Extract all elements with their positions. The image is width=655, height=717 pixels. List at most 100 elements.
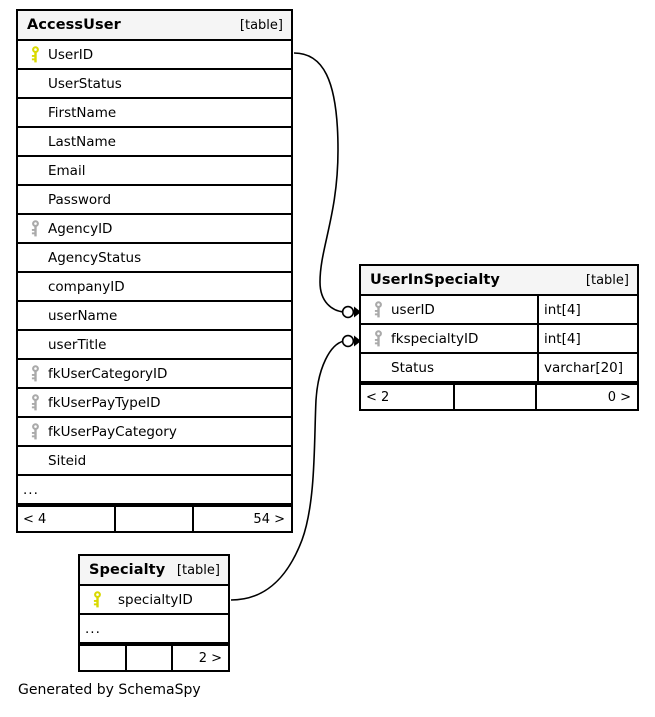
foreign-key-icon [368, 301, 389, 318]
column-cell: FirstName [18, 99, 291, 126]
foreign-key-icon [25, 394, 46, 411]
table-row[interactable]: UserStatus [18, 70, 291, 99]
table-row[interactable]: fkUserPayCategory [18, 418, 291, 447]
table-row[interactable]: userName [18, 302, 291, 331]
column-name: FirstName [48, 104, 117, 121]
table-userinspecialty-tag: [table] [585, 272, 629, 288]
table-specialty-header: Specialty [table] [80, 556, 228, 586]
footer-parent-count: < 2 [366, 389, 390, 405]
table-accessuser[interactable]: AccessUser [table] UserID [16, 9, 293, 533]
primary-key-icon [25, 46, 46, 63]
column-cell: fkUserPayCategory [18, 418, 291, 445]
column-cell: fkspecialtyID [361, 325, 537, 352]
column-cell: Status [361, 354, 537, 381]
column-cell: UserID [18, 41, 291, 68]
foreign-key-icon [25, 365, 46, 382]
table-userinspecialty[interactable]: UserInSpecialty [table] userID int[4] [359, 264, 639, 411]
column-name: specialtyID [118, 591, 193, 608]
table-row-more-columns: ... [80, 615, 228, 644]
table-row-more-columns: ... [18, 476, 291, 505]
table-specialty-tag: [table] [176, 562, 220, 578]
table-row[interactable]: FirstName [18, 99, 291, 128]
column-cell: userTitle [18, 331, 291, 358]
column-cell: Email [18, 157, 291, 184]
table-row[interactable]: userTitle [18, 331, 291, 360]
table-row[interactable]: fkUserCategoryID [18, 360, 291, 389]
column-cell: companyID [18, 273, 291, 300]
column-name: AgencyID [48, 220, 113, 237]
table-row[interactable]: fkspecialtyID int[4] [361, 325, 637, 354]
column-name: AgencyStatus [48, 249, 142, 266]
generated-by-caption: Generated by SchemaSpy [18, 682, 201, 698]
table-row[interactable]: specialtyID [80, 586, 228, 615]
column-type: varchar[20] [537, 354, 637, 381]
column-name: userName [48, 307, 118, 324]
cardinality-zero-marker-fkspecialtyid [341, 334, 355, 348]
footer-middle [125, 646, 171, 670]
column-cell: AgencyStatus [18, 244, 291, 271]
column-name: fkspecialtyID [391, 330, 479, 347]
column-type: int[4] [537, 325, 637, 352]
table-row[interactable]: Email [18, 157, 291, 186]
column-type: int[4] [537, 296, 637, 323]
column-name: userID [391, 301, 435, 318]
column-name: fkUserPayTypeID [48, 394, 161, 411]
table-row[interactable]: Password [18, 186, 291, 215]
table-userinspecialty-title: UserInSpecialty [370, 272, 500, 288]
column-name: Password [48, 191, 112, 208]
table-specialty-footer: 2 > [80, 644, 228, 670]
table-accessuser-title: AccessUser [27, 17, 121, 33]
table-row[interactable]: fkUserPayTypeID [18, 389, 291, 418]
table-row[interactable]: Siteid [18, 447, 291, 476]
footer-parent-count [80, 646, 125, 670]
column-cell: UserStatus [18, 70, 291, 97]
column-cell: LastName [18, 128, 291, 155]
table-userinspecialty-header: UserInSpecialty [table] [361, 266, 637, 296]
footer-child-count: 2 > [171, 646, 228, 670]
table-row[interactable]: LastName [18, 128, 291, 157]
column-name: Status [391, 359, 435, 376]
foreign-key-icon [25, 220, 46, 237]
column-cell: Password [18, 186, 291, 213]
footer-child-count: 54 > [192, 507, 291, 531]
column-cell: Siteid [18, 447, 291, 474]
edge-accessuser-to-userinspecialty [293, 52, 345, 313]
more-columns-indicator: ... [23, 481, 39, 498]
table-row[interactable]: AgencyStatus [18, 244, 291, 273]
footer-middle [114, 507, 192, 531]
footer-middle [453, 385, 535, 409]
table-row[interactable]: AgencyID [18, 215, 291, 244]
column-name: UserID [48, 46, 94, 63]
table-accessuser-tag: [table] [239, 17, 283, 33]
column-cell: specialtyID [80, 586, 228, 613]
table-accessuser-footer: < 4 54 > [18, 505, 291, 531]
cardinality-zero-marker-userid [341, 305, 355, 319]
table-row[interactable]: userID int[4] [361, 296, 637, 325]
table-row[interactable]: UserID [18, 41, 291, 70]
table-row[interactable]: Status varchar[20] [361, 354, 637, 383]
column-name: companyID [48, 278, 125, 295]
column-cell: userName [18, 302, 291, 329]
footer-parent-count: < 4 [23, 511, 47, 527]
column-name: Email [48, 162, 86, 179]
column-cell: AgencyID [18, 215, 291, 242]
more-columns-indicator: ... [85, 620, 101, 637]
column-name: UserStatus [48, 75, 122, 92]
table-accessuser-header: AccessUser [table] [18, 11, 291, 41]
table-row[interactable]: companyID [18, 273, 291, 302]
column-cell: fkUserCategoryID [18, 360, 291, 387]
column-name: Siteid [48, 452, 87, 469]
table-specialty[interactable]: Specialty [table] specialtyID ... [78, 554, 230, 672]
table-userinspecialty-footer: < 2 0 > [361, 383, 637, 409]
column-cell: userID [361, 296, 537, 323]
column-name: fkUserCategoryID [48, 365, 168, 382]
footer-child-count: 0 > [535, 385, 637, 409]
foreign-key-icon [368, 330, 389, 347]
column-name: userTitle [48, 336, 107, 353]
primary-key-icon [87, 591, 108, 608]
table-specialty-title: Specialty [89, 562, 166, 578]
column-name: fkUserPayCategory [48, 423, 177, 440]
foreign-key-icon [25, 423, 46, 440]
column-name: LastName [48, 133, 116, 150]
